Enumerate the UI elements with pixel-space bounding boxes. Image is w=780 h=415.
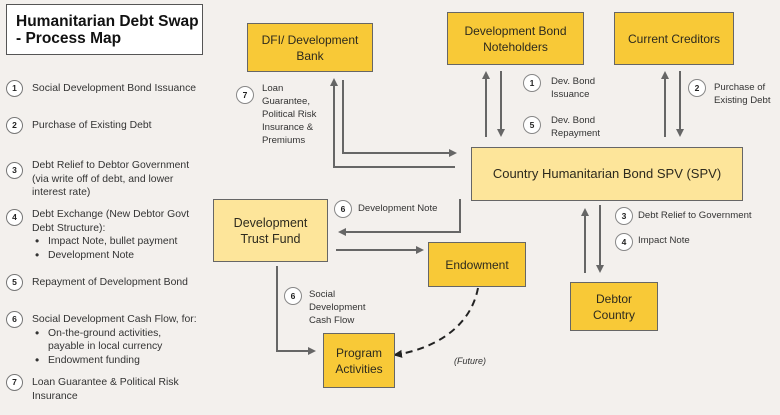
legend-line: Debt Structure): — [32, 222, 106, 234]
flow-line: Development — [309, 302, 366, 313]
flow-line: Premiums — [262, 135, 306, 146]
flow-badge-5: 5 — [523, 116, 541, 134]
legend-text: Debt Exchange (New Debtor Govt Debt Stru… — [32, 208, 189, 262]
step-number-badge: 3 — [6, 162, 23, 179]
flow-badge-2: 2 — [688, 79, 706, 97]
step-number-badge: 7 — [6, 374, 23, 391]
legend-line: Insurance — [32, 390, 78, 402]
step-number-badge: 2 — [6, 117, 23, 134]
flow-label-development-note: Development Note — [358, 203, 438, 214]
flow-label-social-cash-flow: Social Development Cash Flow — [309, 288, 366, 327]
flow-line: Social — [309, 289, 336, 300]
flow-line: Issuance — [551, 89, 590, 100]
flow-label-loan-guarantee: Loan Guarantee, Political Risk Insurance… — [262, 82, 316, 147]
node-endowment[interactable]: Endowment — [428, 242, 526, 287]
flow-badge-3: 3 — [615, 207, 633, 225]
node-label: Development — [233, 215, 308, 230]
legend-line: Loan Guarantee & Political Risk — [32, 377, 179, 388]
node-label: Bank — [296, 48, 324, 63]
flow-label-impact-note: Impact Note — [638, 235, 690, 246]
arrow-spv-to-dfi-base — [333, 155, 455, 168]
flow-line: Dev. Bond — [551, 76, 596, 87]
legend-bullet: Development Note — [35, 249, 189, 263]
legend-bullet: On-the-ground activities, — [35, 327, 197, 341]
node-label: Program — [335, 345, 382, 360]
legend-line: (via write off of debt, and lower — [32, 173, 174, 185]
node-label: Endowment — [445, 257, 509, 272]
legend-line: interest rate) — [32, 187, 91, 198]
legend-text: Social Development Bond Issuance — [32, 83, 197, 94]
flow-line: Purchase of — [714, 82, 766, 93]
flow-badge-1: 1 — [523, 74, 541, 92]
legend-text: Loan Guarantee & Political Risk Insuranc… — [32, 376, 179, 403]
legend-bullet-continued: payable in local currency — [48, 341, 163, 352]
legend-text: Repayment of Development Bond — [32, 277, 188, 288]
step-number-badge: 4 — [6, 209, 23, 226]
flow-line: Repayment — [551, 128, 601, 139]
flow-line: Dev. Bond — [551, 115, 596, 126]
node-spv[interactable]: Country Humanitarian Bond SPV (SPV) — [471, 147, 743, 201]
legend-text: Debt Relief to Debtor Government (via wr… — [32, 159, 189, 200]
flow-line: Existing Debt — [714, 95, 771, 106]
flow-line: Guarantee, — [262, 96, 311, 107]
node-label: Development Bond — [464, 23, 567, 38]
node-label: Debtor — [595, 291, 633, 306]
legend-bullet: Endowment funding — [35, 354, 197, 368]
flow-line: Cash Flow — [309, 315, 355, 326]
flow-label-bond-issuance: Dev. Bond Issuance — [551, 75, 595, 101]
node-label: Country — [592, 307, 636, 322]
step-number-badge: 1 — [6, 80, 23, 97]
node-current-creditors[interactable]: Current Creditors — [614, 12, 734, 65]
node-label: Activities — [335, 361, 383, 376]
legend-text: Social Development Cash Flow, for: On-th… — [32, 313, 197, 367]
node-label: Trust Fund — [240, 231, 301, 246]
flow-line: Political Risk — [262, 109, 317, 120]
flow-badge-6b: 6 — [284, 287, 302, 305]
node-label: Current Creditors — [627, 31, 721, 46]
legend-line: Debt Exchange (New Debtor Govt — [32, 209, 190, 220]
node-label: Country Humanitarian Bond SPV (SPV) — [492, 166, 722, 181]
flow-label-future: (Future) — [454, 356, 487, 366]
flow-badge-6: 6 — [334, 200, 352, 218]
legend-line: Social Development Cash Flow, for: — [32, 314, 197, 325]
legend-line: Debt Relief to Debtor Government — [32, 160, 190, 171]
arrow-trust-fund-to-program — [276, 266, 316, 355]
legend-bullet: Impact Note, bullet payment — [35, 235, 189, 249]
flow-label-purchase-existing-debt: Purchase of Existing Debt — [714, 81, 771, 107]
page-title: Humanitarian Debt Swap - Process Map — [6, 4, 203, 55]
node-label: DFI/ Development — [261, 32, 359, 47]
flow-label-debt-relief: Debt Relief to Government — [638, 210, 752, 221]
arrow-spv-to-trust-fund — [338, 199, 461, 236]
arrow-dfi-to-spv — [342, 80, 457, 157]
flow-badge-4: 4 — [615, 233, 633, 251]
flow-line: Loan — [262, 83, 284, 94]
node-label: Noteholders — [483, 39, 548, 54]
step-number-badge: 5 — [6, 274, 23, 291]
arrow-endowment-to-program-future — [393, 287, 479, 358]
flow-line: Insurance & — [262, 122, 314, 133]
legend-text: Purchase of Existing Debt — [32, 120, 152, 131]
step-number-badge: 6 — [6, 311, 23, 328]
flow-badge-7: 7 — [236, 86, 254, 104]
flow-label-bond-repayment: Dev. Bond Repayment — [551, 114, 600, 140]
